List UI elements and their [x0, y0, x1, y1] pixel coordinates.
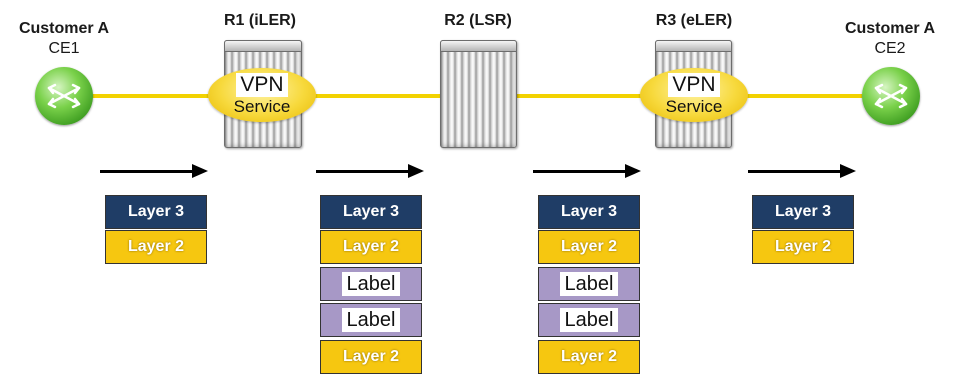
ce1-label: CE1: [48, 40, 80, 57]
ce2-router-icon: [862, 67, 920, 125]
flow-arrow: [533, 164, 641, 178]
stack2-layer2: Layer 2: [320, 230, 422, 264]
stack2-label-outer: Label: [320, 267, 422, 301]
r2-title: R2 (LSR): [444, 12, 512, 29]
link-r2-r3: [515, 94, 655, 98]
stack4-layer2: Layer 2: [752, 230, 854, 264]
r1-title: R1 (iLER): [224, 12, 296, 29]
vpn-name: VPN: [236, 73, 288, 97]
vpn-name: VPN: [668, 73, 720, 97]
ce2-title: Customer A: [844, 20, 936, 37]
vpn-service-label: Service: [665, 97, 723, 116]
router-arrows-icon: [47, 83, 81, 109]
link-r1-r2: [300, 94, 440, 98]
flow-arrow: [748, 164, 856, 178]
label-text: Label: [559, 272, 619, 296]
stack2-label-inner: Label: [320, 303, 422, 337]
stack3-layer3: Layer 3: [538, 195, 640, 229]
label-text: Label: [341, 272, 401, 296]
ce2-label: CE2: [874, 40, 906, 57]
stack1-layer3: Layer 3: [105, 195, 207, 229]
ce1-router-icon: [35, 67, 93, 125]
stack3-layer2: Layer 2: [538, 230, 640, 264]
router-arrows-icon: [874, 83, 908, 109]
vpn-service-r3: VPN Service: [640, 68, 748, 122]
flow-arrow: [316, 164, 424, 178]
vpn-service-label: Service: [233, 97, 291, 116]
stack3-layer2-bottom: Layer 2: [538, 340, 640, 374]
label-text: Label: [341, 308, 401, 332]
stack2-layer2-bottom: Layer 2: [320, 340, 422, 374]
stack2-layer3: Layer 3: [320, 195, 422, 229]
vpn-service-r1: VPN Service: [208, 68, 316, 122]
stack3-label-outer: Label: [538, 267, 640, 301]
label-text: Label: [559, 308, 619, 332]
r3-title: R3 (eLER): [655, 12, 733, 29]
r2-router-chassis: [440, 40, 517, 148]
flow-arrow: [100, 164, 208, 178]
stack1-layer2: Layer 2: [105, 230, 207, 264]
stack3-label-inner: Label: [538, 303, 640, 337]
ce1-title: Customer A: [18, 20, 110, 37]
stack4-layer3: Layer 3: [752, 195, 854, 229]
link-ce1-r1: [64, 94, 224, 98]
link-r3-ce2: [730, 94, 890, 98]
